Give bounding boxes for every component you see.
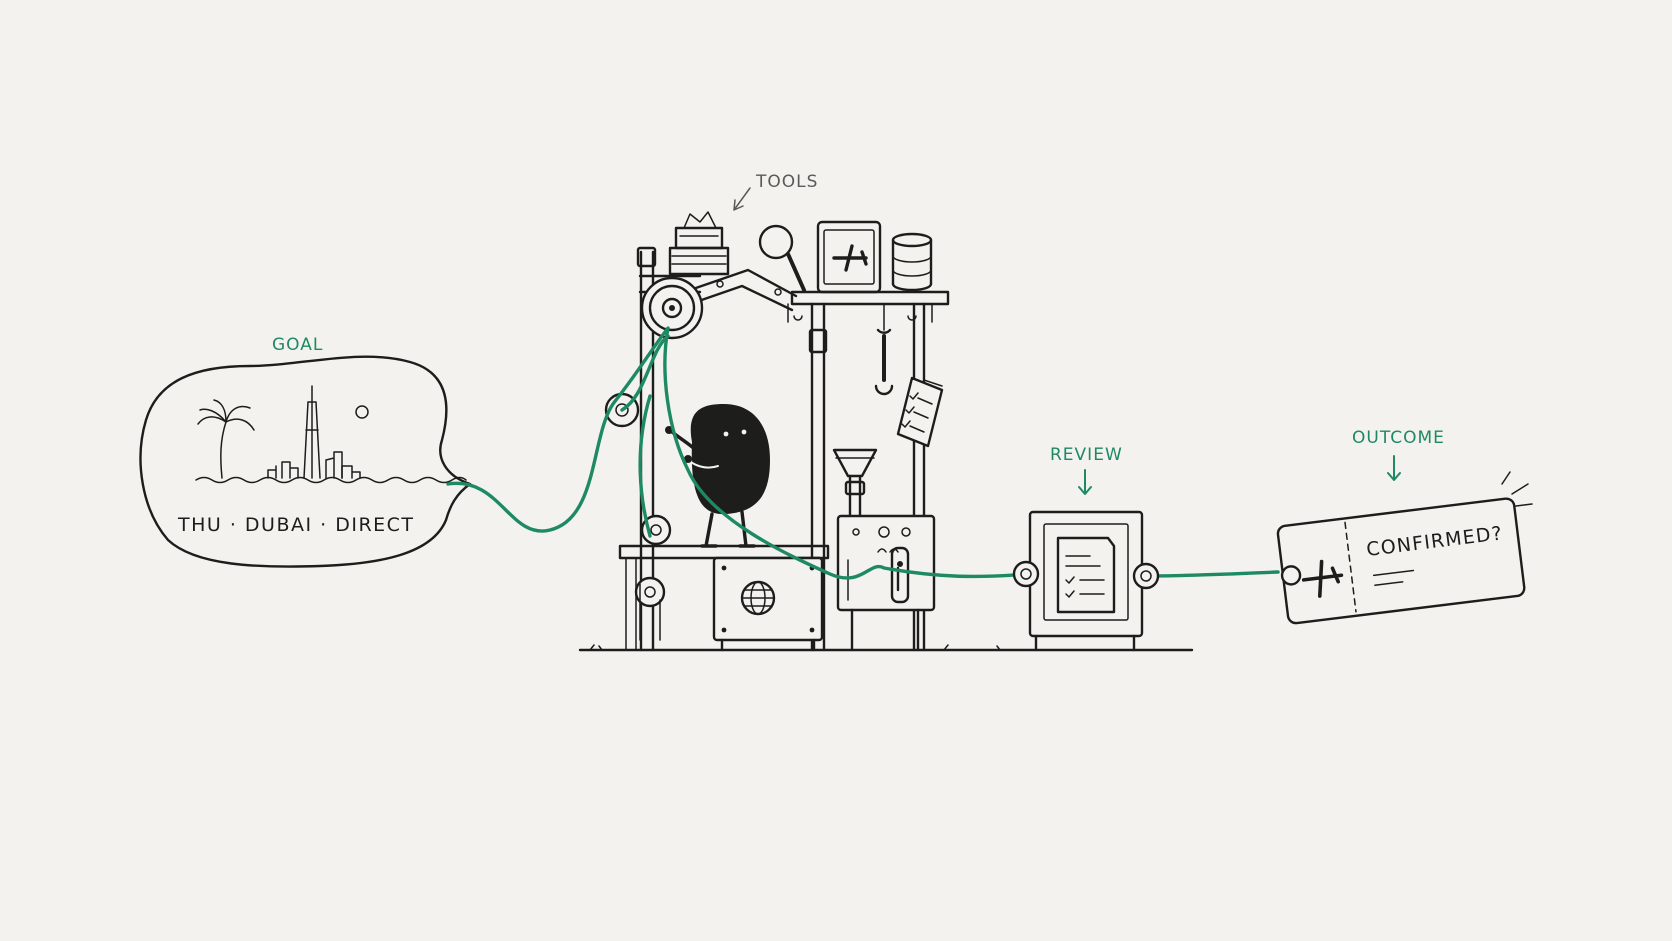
sun-icon (355, 405, 369, 419)
palm-tree-icon (197, 399, 255, 479)
funnel-icon (832, 448, 878, 518)
tablet-plane-icon (816, 220, 882, 294)
plane-icon (1301, 559, 1344, 598)
outcome-label: OUTCOME (1352, 428, 1445, 448)
tools-arrow (733, 187, 751, 211)
globe-box (712, 556, 824, 652)
globe-icon (740, 580, 776, 616)
goal-bubble: THU · DUBAI · DIRECT (139, 355, 472, 568)
green-cord (446, 326, 1280, 580)
skyline-icon (267, 385, 361, 479)
checklist-icon (1056, 536, 1116, 614)
review-label: REVIEW (1050, 445, 1123, 465)
wrench-icon (874, 303, 894, 396)
magnifier-icon (758, 224, 806, 292)
machine (578, 211, 1194, 652)
checklist-icon (896, 376, 944, 448)
review-arrow (1078, 469, 1092, 495)
bean-character (665, 404, 770, 548)
paper-stack-icon (668, 211, 730, 276)
pulley-icon (640, 276, 704, 340)
database-icon (891, 232, 933, 292)
outcome-arrow (1387, 455, 1401, 481)
goal-label: GOAL (272, 335, 323, 355)
horizon-waves (195, 476, 467, 484)
goal-text: THU · DUBAI · DIRECT (177, 514, 415, 536)
ticket-sparkle (1501, 471, 1533, 507)
ticket: CONFIRMED? (1276, 497, 1526, 625)
review-station (1012, 510, 1160, 652)
tools-label: TOOLS (755, 172, 818, 192)
